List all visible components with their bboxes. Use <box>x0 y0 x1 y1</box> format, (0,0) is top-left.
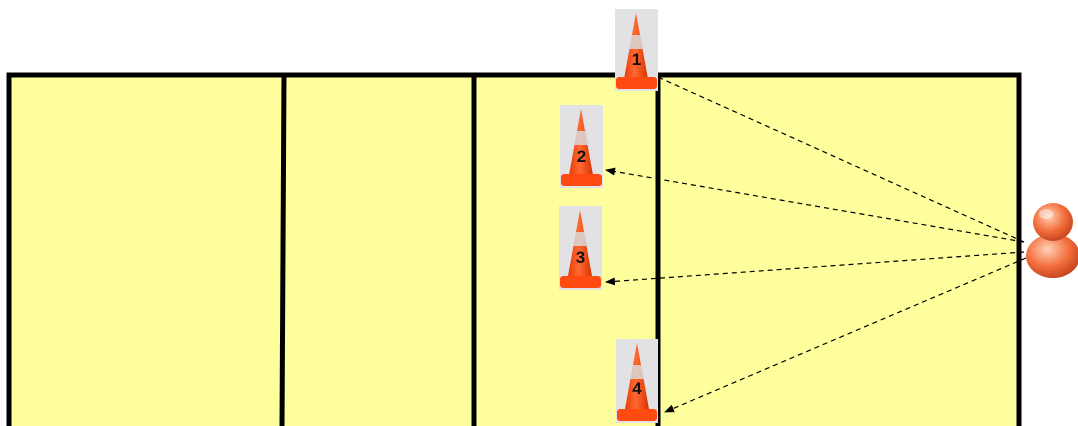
cone-1: 1 <box>615 9 658 91</box>
arrow-to-cone-1 <box>659 77 1025 243</box>
cone-base <box>617 409 657 421</box>
player-highlight <box>1039 209 1053 219</box>
cone-base <box>561 174 602 186</box>
cone-2: 2 <box>560 105 603 188</box>
cone-base <box>616 77 657 89</box>
cone-stripe <box>573 232 588 246</box>
cone-label: 2 <box>577 147 586 166</box>
cone-3: 3 <box>559 206 602 290</box>
field-background <box>6 72 1022 426</box>
player-body <box>1026 234 1078 278</box>
cone-4: 4 <box>616 339 658 423</box>
arrow-to-cone-2 <box>605 167 1025 243</box>
zone-divider-1 <box>279 74 287 426</box>
arrows <box>605 77 1027 413</box>
cone-label: 3 <box>576 248 585 267</box>
cone-label: 1 <box>632 50 641 69</box>
cone-stripe <box>629 35 644 49</box>
player-icon <box>1026 203 1078 278</box>
arrow-to-cone-4 <box>664 257 1027 413</box>
arrow-to-cone-3 <box>605 251 1025 286</box>
cone-stripe <box>574 131 589 145</box>
player-head <box>1033 203 1073 241</box>
field <box>6 72 1022 426</box>
cone-label: 4 <box>632 379 642 398</box>
cone-stripe <box>630 365 645 379</box>
cone-base <box>560 276 601 288</box>
